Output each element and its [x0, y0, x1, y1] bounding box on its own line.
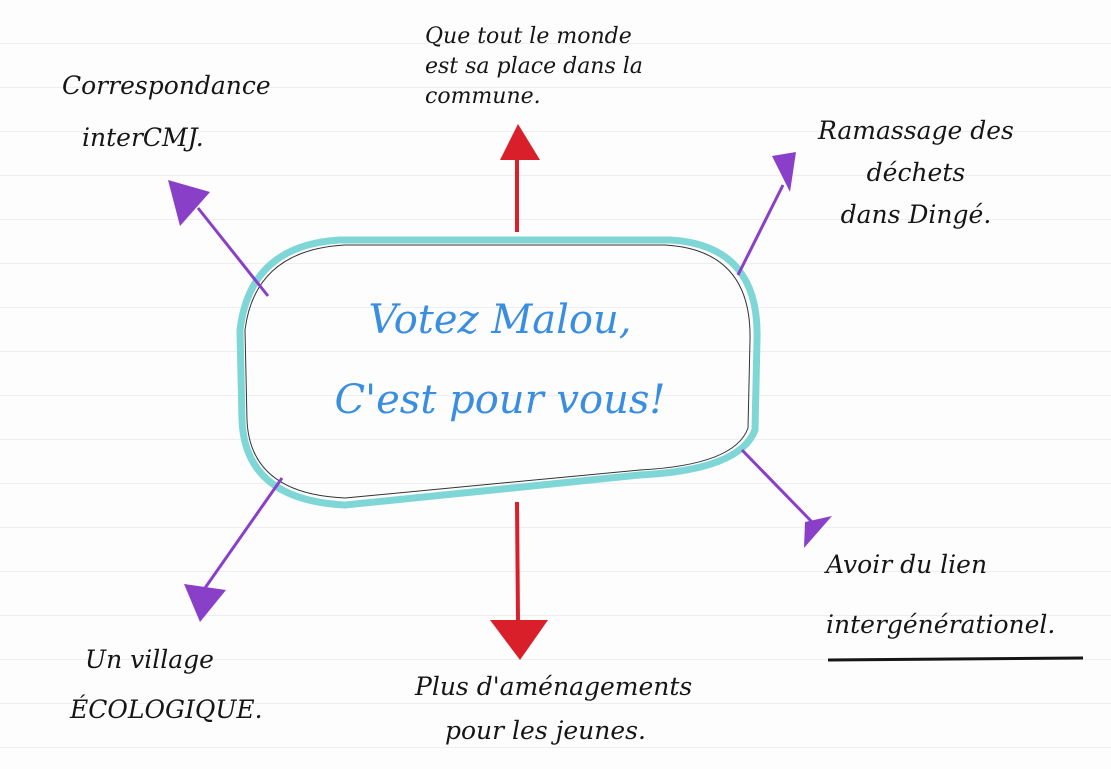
note-line: intergénérationel.	[826, 610, 1056, 639]
note-bottom-left: Un village ÉCOLOGIQUE.	[70, 635, 263, 735]
central-bubble-outline	[244, 244, 751, 499]
central-slogan: Votez Malou, C'est pour vous!	[300, 280, 700, 440]
note-top-left: Correspondance interCMJ.	[62, 60, 271, 164]
arrow-top-right	[736, 152, 796, 276]
note-top: Que tout le monde est sa place dans la c…	[425, 22, 643, 112]
arrow-top	[500, 124, 540, 232]
note-line: commune.	[425, 84, 541, 109]
note-bottom-right: Avoir du lien intergénérationel.	[826, 535, 1055, 655]
underline	[827, 656, 1084, 662]
arrow-bottom-left	[184, 477, 284, 622]
note-line: Ramassage des	[818, 116, 1014, 145]
note-top-right: Ramassage des déchets dans Dingé.	[818, 110, 1014, 236]
note-line: pour les jeunes.	[445, 716, 646, 745]
note-line: Un village	[85, 645, 214, 674]
note-line: dans Dingé.	[840, 200, 992, 229]
arrow-top-left	[168, 180, 270, 297]
note-line: interCMJ.	[82, 123, 204, 152]
note-line: Avoir du lien	[826, 550, 988, 579]
note-line: est sa place dans la	[425, 54, 643, 79]
note-line: ÉCOLOGIQUE.	[70, 695, 263, 724]
central-bubble	[236, 236, 761, 509]
arrow-bottom	[490, 501, 548, 660]
note-bottom: Plus d'aménagements pour les jeunes.	[415, 665, 692, 753]
note-line: Que tout le monde	[425, 24, 632, 49]
arrow-bottom-right	[740, 448, 832, 548]
slogan-line-2: C'est pour vous!	[334, 377, 666, 423]
slogan-line-1: Votez Malou,	[368, 297, 632, 343]
note-line: déchets	[866, 158, 966, 187]
note-line: Plus d'aménagements	[415, 672, 693, 701]
note-line: Correspondance	[62, 71, 271, 100]
